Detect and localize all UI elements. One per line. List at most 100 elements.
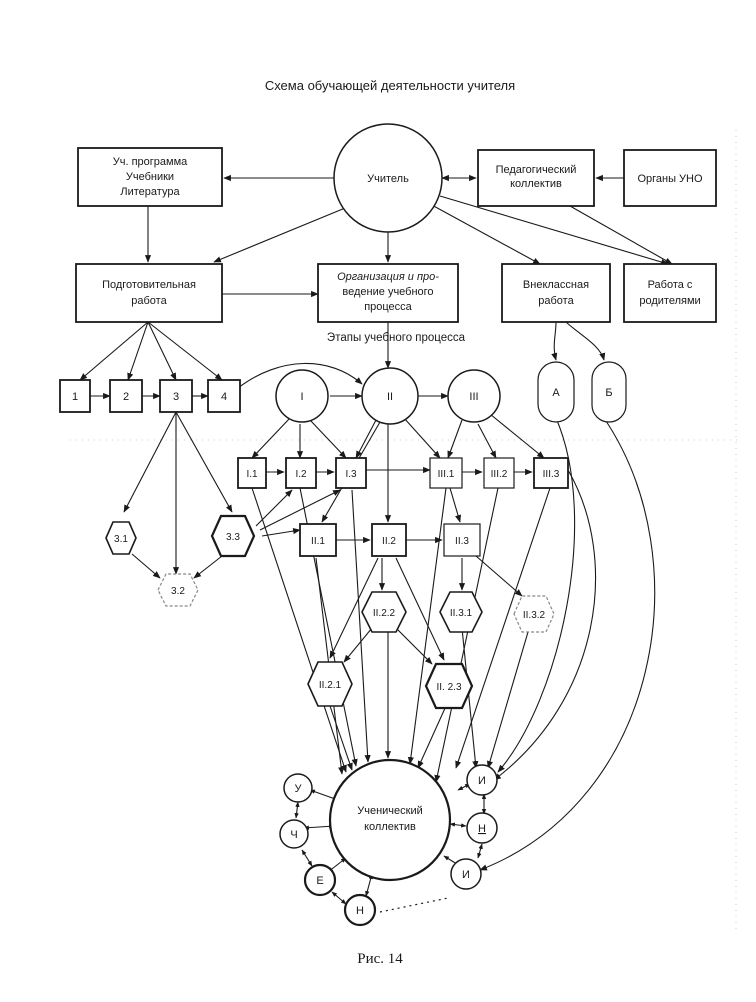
student-collective-line-2: коллектив — [364, 821, 416, 833]
student-e-label: Е — [316, 875, 323, 887]
sub-II-1-label: II.1 — [311, 536, 325, 547]
prep-steps: 1 2 3 4 — [59, 379, 241, 413]
sub-stage-1: I.1 I.2 I.3 — [237, 457, 367, 489]
sub-III-3-label: III.3 — [543, 469, 560, 480]
student-n-right-label: Н — [478, 823, 486, 835]
stage-I-label: I — [300, 391, 303, 403]
hex-3-2 — [157, 573, 199, 607]
organization-line-3: процесса — [364, 301, 412, 313]
sub-II-1 — [299, 523, 337, 557]
prep-step-2-label: 2 — [123, 391, 129, 403]
hex-II-2-2-label: II.2.2 — [373, 608, 396, 619]
process-hexagons: II.2.2 II.3.1 II.3.2 II.2.1 II. 2.3 — [307, 591, 555, 710]
uno-box: Органы УНО — [623, 149, 717, 207]
teacher-node: Учитель — [333, 123, 443, 233]
sub-II-2-label: II.2 — [382, 536, 396, 547]
organization-line-2: ведение учебного — [342, 286, 433, 298]
stage-circles: I II III — [275, 367, 501, 425]
extracurricular-line-2: работа — [538, 295, 574, 307]
student-i-bottom — [450, 858, 482, 890]
student-n-bottom-label: Н — [356, 905, 364, 917]
hex-II-3-2 — [513, 595, 555, 633]
organization-line-1: Организация и про- — [337, 271, 439, 283]
prep-hexagons: 3.1 3.2 3.3 — [105, 514, 256, 607]
hex-II-3-1 — [439, 591, 483, 633]
ped-collective-line-2: коллектив — [510, 178, 562, 190]
program-line-1: Уч. программа — [113, 156, 188, 168]
program-line-3: Литература — [120, 186, 180, 198]
parents-box: Работа с родителями — [623, 263, 717, 323]
extracurricular-box: Внеклассная работа — [501, 263, 611, 323]
hex-3-3 — [210, 514, 256, 558]
hex-II-2-1-label: II.2.1 — [319, 680, 342, 691]
prep-step-4-label: 4 — [221, 391, 227, 403]
connectors — [79, 174, 673, 913]
student-u — [283, 773, 313, 803]
student-i-top — [466, 764, 498, 796]
sub-stage-3: III.1 III.2 III.3 — [429, 457, 569, 489]
prep-step-3-label: 3 — [173, 391, 179, 403]
student-collective-node: Ученический коллектив — [328, 758, 452, 882]
extracurricular-line-1: Внеклассная — [523, 279, 589, 291]
sub-III-2 — [483, 457, 515, 489]
extra-a — [537, 361, 575, 423]
students-right: И Н И — [450, 764, 498, 890]
prep-step-1-label: 1 — [72, 391, 78, 403]
student-ch — [279, 819, 309, 849]
sub-I-1-label: I.1 — [246, 469, 258, 480]
sub-III-1-label: III.1 — [438, 469, 455, 480]
program-box: Уч. программа Учебники Литература — [77, 147, 223, 207]
sub-I-3 — [335, 457, 367, 489]
student-n-right — [466, 812, 498, 844]
students-left: У Ч Е Н — [279, 773, 377, 927]
stage-III-label: III — [469, 391, 478, 403]
prep-work-line-1: Подготовительная — [102, 279, 196, 291]
ped-collective-box: Педагогический коллектив — [477, 149, 595, 207]
stage-II — [361, 367, 419, 425]
sub-I-2-label: I.2 — [295, 469, 307, 480]
sub-I-1 — [237, 457, 267, 489]
figure-caption: Рис. 14 — [357, 951, 403, 967]
hex-3-3-label: 3.3 — [226, 532, 240, 543]
hex-II-2-1 — [307, 661, 353, 707]
parents-line-2: родителями — [639, 295, 700, 307]
hex-II-2-3-label: II. 2.3 — [436, 682, 461, 693]
sub-I-3-label: I.3 — [345, 469, 357, 480]
diagram-title: Схема обучающей деятельности учителя — [264, 78, 516, 93]
student-u-label: У — [295, 783, 303, 795]
program-line-2: Учебники — [126, 171, 174, 183]
uno-label: Органы УНО — [637, 173, 703, 185]
organization-box: Организация и про- ведение учебного проц… — [317, 263, 459, 323]
stage-I — [275, 369, 329, 423]
ped-collective-line-1: Педагогический — [496, 164, 577, 176]
sub-stage-2: II.1 II.2 II.3 — [299, 523, 481, 557]
hex-II-3-1-label: II.3.1 — [450, 608, 473, 619]
prep-step-3 — [159, 379, 193, 413]
extra-b-label: Б — [605, 387, 612, 399]
student-e — [303, 863, 337, 897]
stage-III — [447, 369, 501, 423]
hex-3-1 — [105, 521, 137, 555]
student-i-bottom-label: И — [462, 869, 470, 881]
sub-III-1 — [429, 457, 463, 489]
student-ch-label: Ч — [290, 829, 297, 841]
extra-b — [591, 361, 627, 423]
hex-3-1-label: 3.1 — [114, 534, 128, 545]
student-i-top-label: И — [478, 775, 486, 787]
hex-II-2-2 — [361, 591, 407, 633]
prep-step-2 — [109, 379, 143, 413]
prep-step-4 — [207, 379, 241, 413]
prep-step-1 — [59, 379, 91, 413]
student-collective-line-1: Ученический — [357, 805, 423, 817]
sub-I-2 — [285, 457, 317, 489]
student-n-bottom — [343, 893, 377, 927]
prep-work-line-2: работа — [131, 295, 167, 307]
sub-III-3 — [533, 457, 569, 489]
extra-pills: А Б — [537, 361, 627, 423]
hex-3-2-label: 3.2 — [171, 586, 185, 597]
sub-II-3-label: II.3 — [455, 536, 469, 547]
sub-III-2-label: III.2 — [491, 469, 508, 480]
sub-II-2 — [371, 523, 407, 557]
